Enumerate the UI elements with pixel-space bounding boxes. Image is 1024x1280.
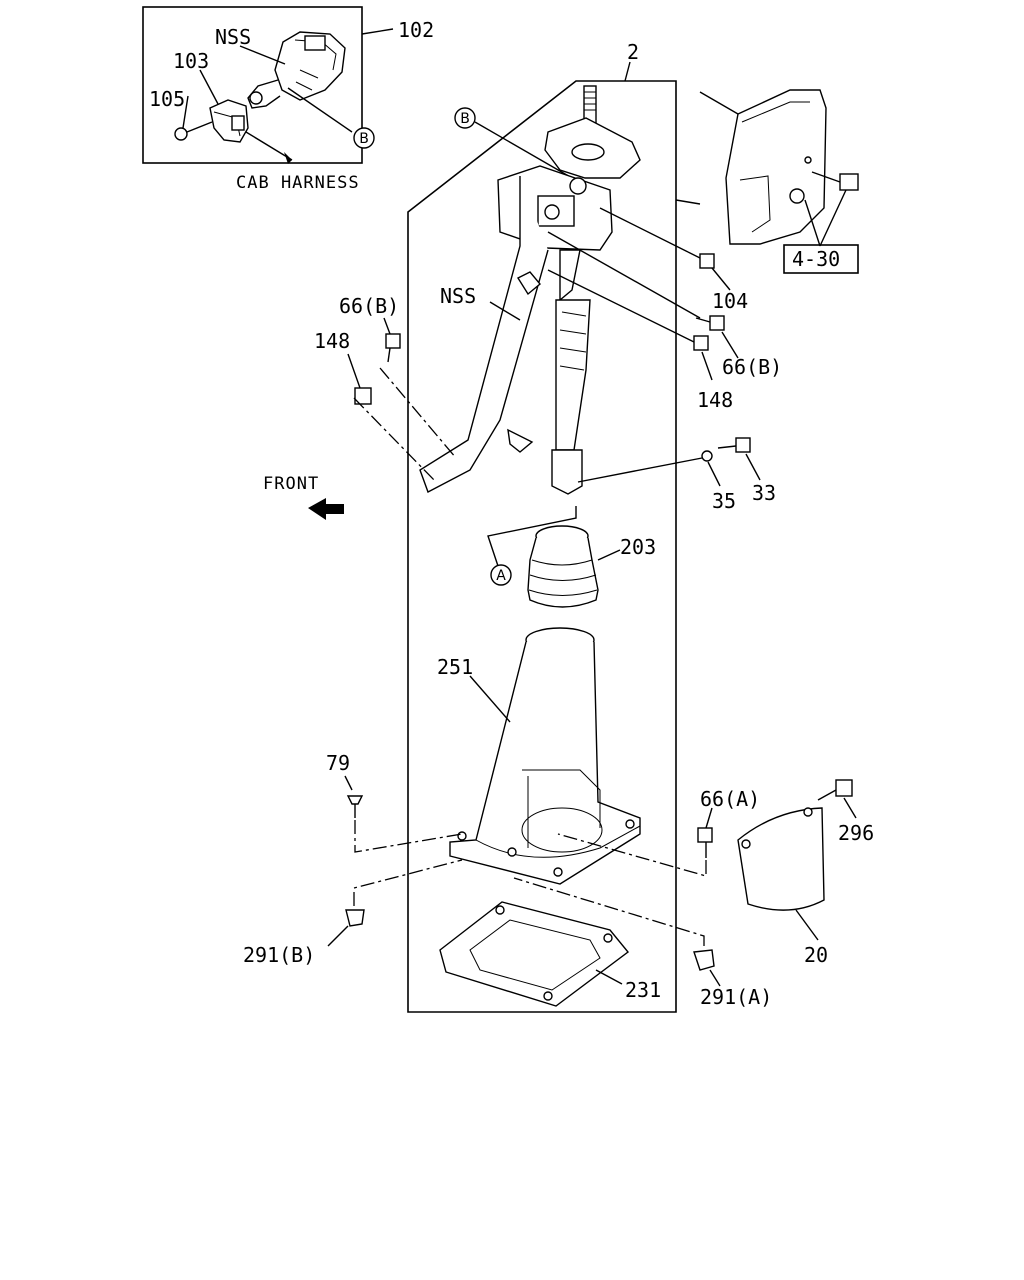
leader-nss-mid	[489, 301, 521, 321]
nut-148-right-part	[693, 335, 709, 351]
leader-66b-right-part	[547, 231, 701, 319]
label-nss-top: NSS	[215, 25, 251, 49]
leader-a	[487, 506, 577, 567]
label-148-left: 148	[314, 329, 350, 353]
label-104: 104	[712, 289, 748, 313]
leader-296	[843, 797, 857, 819]
clip-291b-part	[345, 909, 365, 927]
leader-148-right	[701, 351, 713, 381]
label-35: 35	[712, 489, 736, 513]
sensor-103-part	[209, 99, 249, 143]
leader-2	[624, 61, 631, 82]
leader-104-part	[599, 207, 689, 253]
cover-251-part	[449, 627, 641, 885]
label-291a: 291(A)	[700, 985, 772, 1009]
leader-102	[361, 28, 394, 35]
shield-20-part	[737, 807, 825, 911]
bolt-4-30-part	[811, 171, 859, 191]
label-79: 79	[326, 751, 350, 775]
bolt-105-part	[174, 121, 213, 141]
centerline-291b	[353, 859, 463, 906]
gasket-231-part	[439, 901, 630, 1007]
label-103: 103	[173, 49, 209, 73]
leader-103	[199, 69, 219, 105]
marker-a-mid-text: A	[496, 568, 506, 584]
bolt-104-part	[687, 251, 715, 269]
centerline-148-left	[353, 397, 437, 483]
label-66a: 66(A)	[700, 787, 760, 811]
bolt-66b-right-part	[695, 315, 725, 331]
label-291b: 291(B)	[243, 943, 315, 967]
marker-b-mid	[454, 107, 476, 129]
arrow-head-icon	[284, 152, 292, 164]
cab-harness-arrow	[245, 131, 293, 161]
leader-nss-top	[239, 45, 286, 65]
screw-79-part	[346, 795, 364, 818]
label-251: 251	[437, 655, 473, 679]
label-4-30: 4-30	[792, 247, 840, 271]
label-296: 296	[838, 821, 874, 845]
leader-79	[344, 775, 353, 791]
bolt-66b-left-part	[385, 333, 401, 363]
leader-148-left	[347, 353, 361, 389]
label-33: 33	[752, 481, 776, 505]
label-203: 203	[620, 535, 656, 559]
marker-b-top-text: B	[359, 131, 369, 147]
bracket-4-30-part	[725, 89, 827, 245]
ref-box-4-30	[783, 244, 859, 274]
bolt-66a-part	[697, 827, 713, 858]
leader-291b	[327, 925, 349, 947]
clip-291a-part	[693, 949, 715, 971]
label-66b-left: 66(B)	[339, 294, 399, 318]
leader-4-30-a	[819, 189, 847, 247]
front-arrow-icon	[308, 498, 344, 520]
label-148-right: 148	[697, 388, 733, 412]
label-front: FRONT	[263, 474, 319, 494]
marker-b-mid-text: B	[460, 111, 470, 127]
leader-b-mid	[474, 121, 573, 179]
nut-148-left-part	[354, 387, 372, 405]
washer-35-part	[701, 450, 713, 462]
leader-66b-right	[721, 331, 739, 359]
leader-203	[597, 549, 621, 561]
leader-66b-left	[383, 317, 391, 335]
leader-105	[182, 95, 189, 129]
centerline-291a	[513, 877, 705, 946]
label-231: 231	[625, 978, 661, 1002]
centerline-66a	[557, 833, 707, 877]
leader-33-part	[577, 457, 703, 483]
leader-33	[745, 453, 761, 481]
leader-20	[795, 909, 819, 941]
label-102: 102	[398, 18, 434, 42]
nss-switch-part	[247, 31, 346, 109]
marker-a-mid	[490, 564, 512, 586]
label-2: 2	[627, 40, 639, 64]
leader-35	[707, 461, 721, 487]
leader-66a	[705, 807, 713, 829]
inset-frame	[142, 6, 363, 164]
leader-148-right-part	[547, 269, 695, 343]
leader-291a	[709, 969, 721, 987]
leader-231	[595, 969, 623, 985]
marker-b-top	[353, 127, 375, 149]
bolt-33-part	[717, 437, 751, 453]
boot-203-part	[527, 525, 599, 608]
centerline-79	[354, 820, 463, 853]
leader-bracket	[675, 91, 739, 205]
label-cab-harness: CAB HARNESS	[236, 173, 360, 193]
label-105: 105	[149, 87, 185, 111]
assembly-frame	[407, 80, 677, 1013]
leader-b-top	[287, 87, 353, 133]
leader-104	[711, 267, 731, 291]
label-nss-mid: NSS	[440, 284, 476, 308]
shift-lever-assembly	[419, 85, 641, 495]
leader-4-30-b	[804, 199, 821, 247]
leader-251	[469, 675, 511, 723]
centerline-66b-left	[379, 367, 457, 459]
label-20: 20	[804, 943, 828, 967]
label-66b-right: 66(B)	[722, 355, 782, 379]
bolt-296-part	[817, 779, 853, 801]
